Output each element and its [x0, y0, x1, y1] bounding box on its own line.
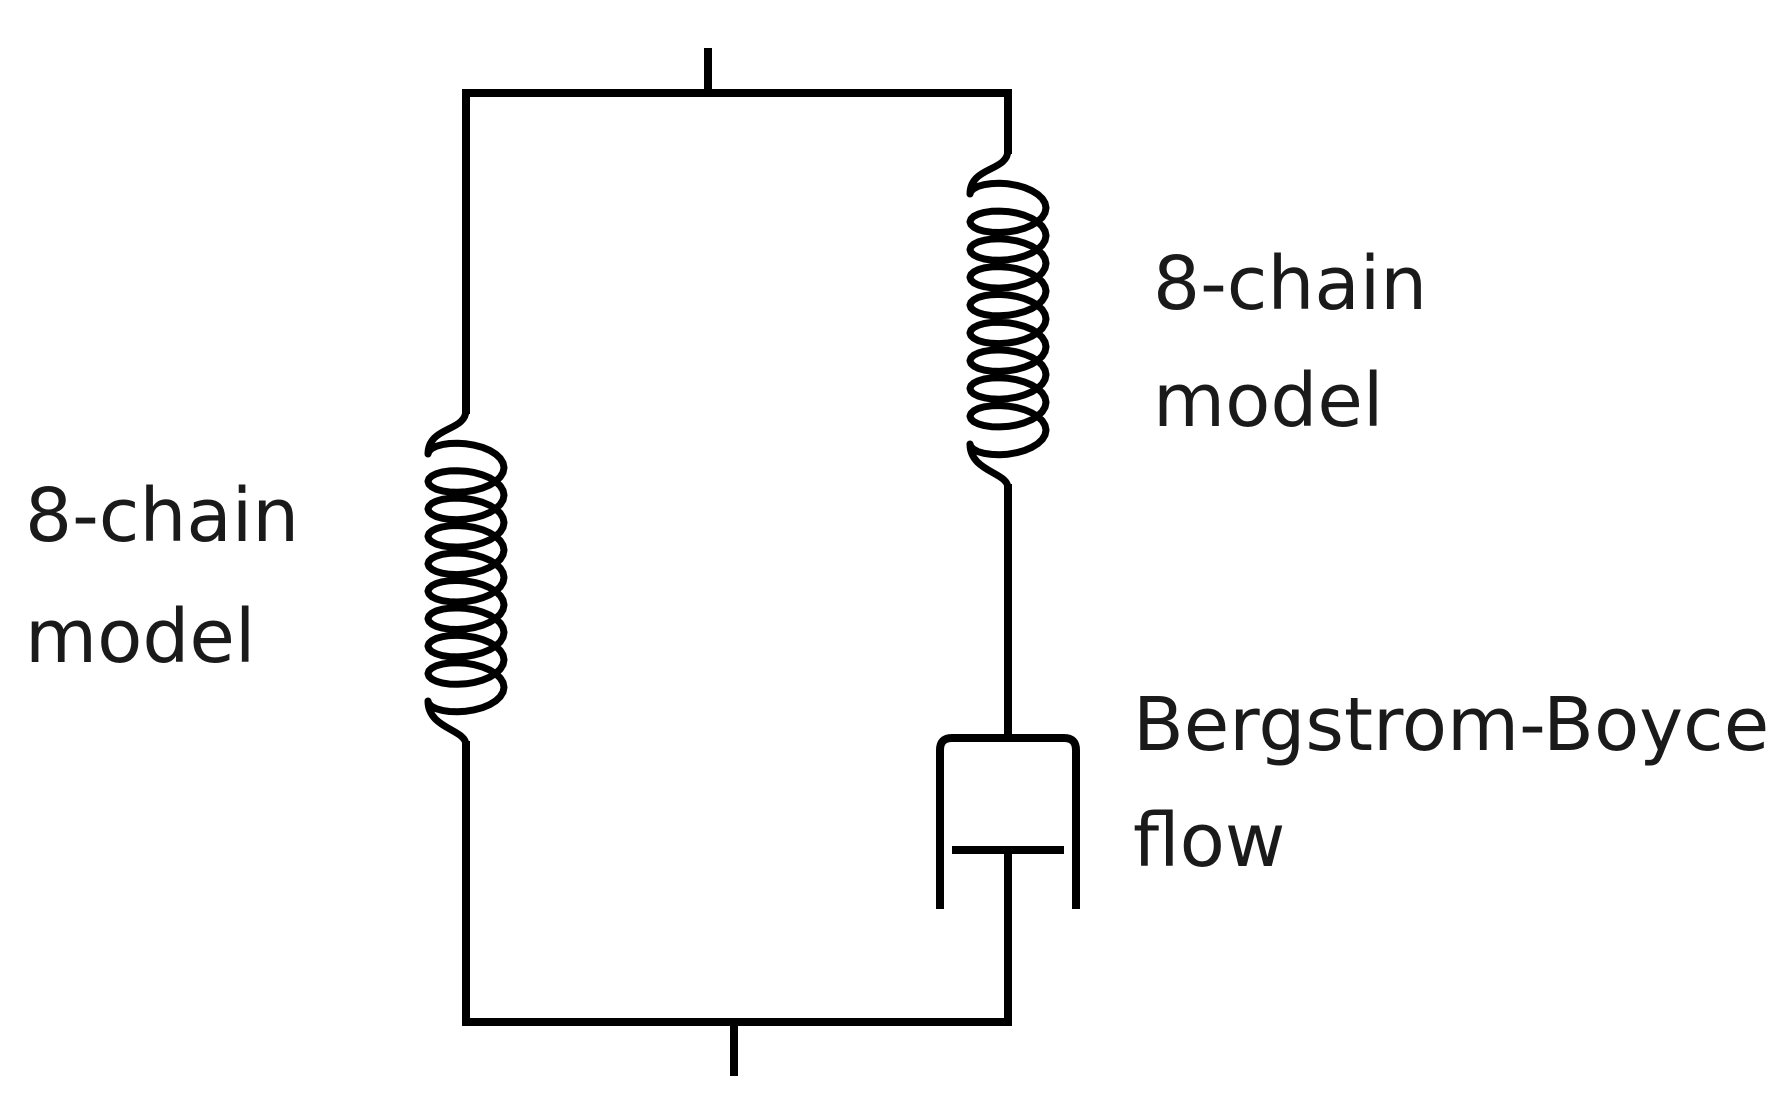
- left-label-line2: model: [25, 594, 255, 680]
- left-spring: [424, 406, 508, 749]
- right-spring-label: 8-chain model: [1153, 241, 1427, 444]
- right-label-line1: 8-chain: [1153, 241, 1427, 327]
- right-label-line2: model: [1153, 358, 1383, 444]
- right-spring: [966, 146, 1050, 492]
- dashpot: [936, 734, 1080, 909]
- left-label-line1: 8-chain: [25, 473, 299, 559]
- dashpot-cylinder: [936, 734, 1080, 909]
- dashpot-label-line2: flow: [1133, 798, 1285, 884]
- dashpot-label: Bergstrom-Boyce flow: [1133, 682, 1769, 884]
- dashpot-label-line1: Bergstrom-Boyce: [1133, 682, 1769, 768]
- left-spring-label: 8-chain model: [25, 473, 299, 680]
